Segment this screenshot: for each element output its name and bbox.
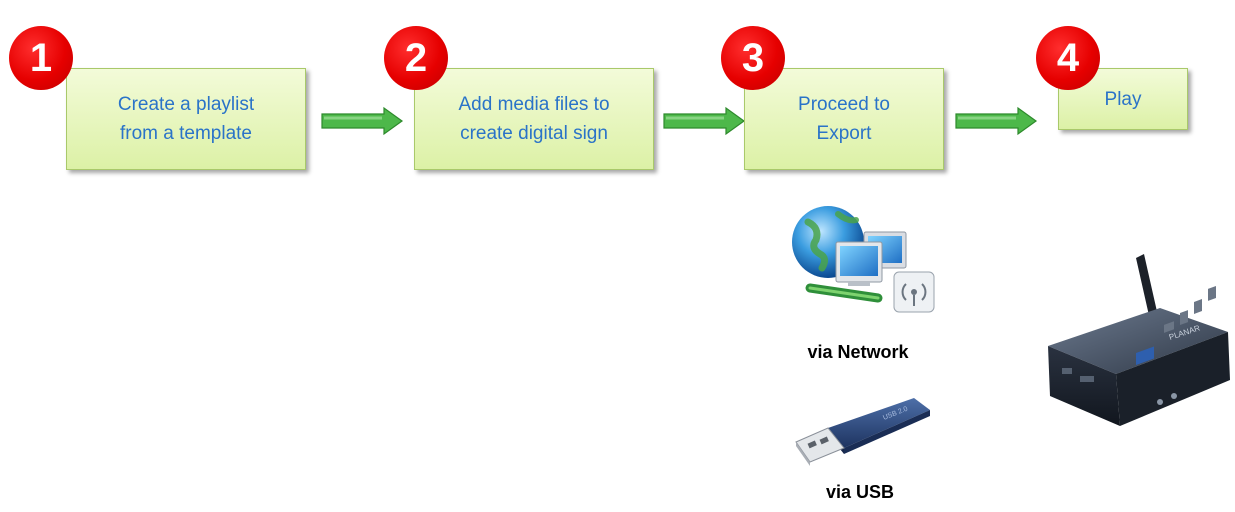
media-player-device-icon: PLANAR — [1048, 254, 1230, 426]
network-computers-icon — [792, 206, 935, 313]
step-number-3: 3 — [741, 35, 765, 80]
usb-drive-icon: USB 2.0 — [795, 398, 930, 466]
step-badge-1: 1 — [9, 26, 73, 90]
step-box-3: Proceed to Export — [744, 68, 944, 170]
arrow-right-icon — [321, 106, 404, 136]
step-badge-4: 4 — [1036, 26, 1100, 90]
step-number-2: 2 — [404, 35, 428, 80]
step-badge-3: 3 — [721, 26, 785, 90]
step-number-4: 4 — [1056, 35, 1080, 80]
step-text-1: Create a playlist from a template — [117, 94, 255, 144]
export-option-network-label: via Network — [807, 342, 909, 362]
arrow-right-icon — [955, 106, 1038, 136]
step-text-2: Add media files to create digital sign — [458, 94, 610, 144]
step-box-2: Add media files to create digital sign — [414, 68, 654, 170]
step-box-4: Play — [1058, 68, 1188, 130]
export-option-usb-label: via USB — [825, 482, 895, 502]
step-text-4: Play — [1104, 88, 1142, 110]
step-badge-2: 2 — [384, 26, 448, 90]
step-box-1: Create a playlist from a template — [66, 68, 306, 170]
step-number-1: 1 — [29, 35, 53, 80]
step-text-3: Proceed to Export — [798, 94, 890, 144]
arrow-right-icon — [663, 106, 746, 136]
